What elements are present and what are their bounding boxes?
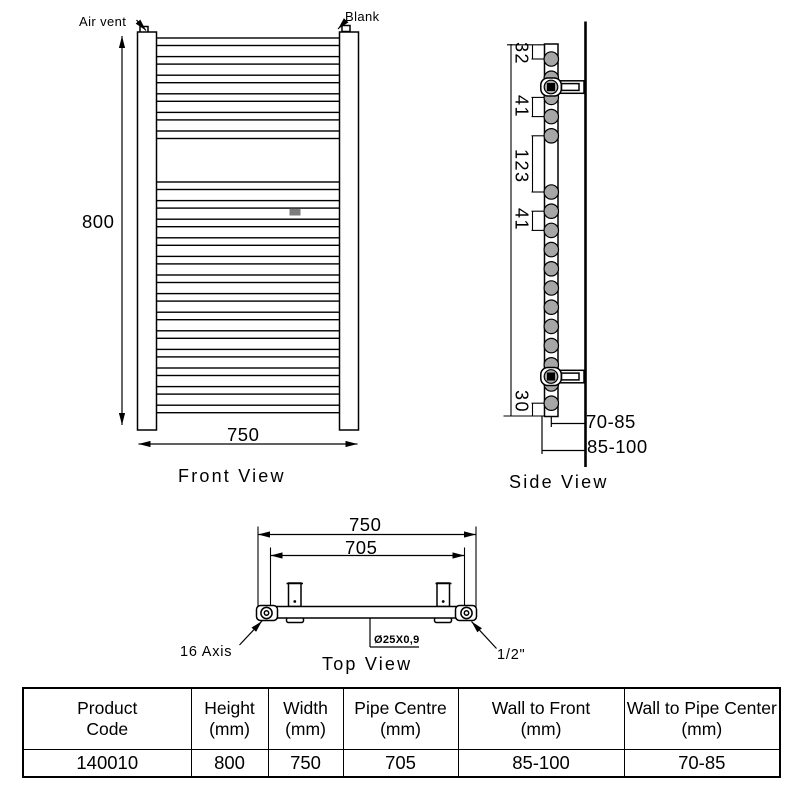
rung	[149, 292, 347, 302]
air-vent-label: Air vent	[79, 14, 127, 29]
wall-bracket-top	[540, 77, 585, 97]
rung	[149, 330, 347, 339]
dim-chain	[503, 44, 546, 417]
rung	[149, 218, 347, 228]
rung-circle	[543, 395, 560, 411]
rung-circle	[543, 184, 560, 200]
wall-bracket-bottom	[540, 366, 585, 387]
rung-circle	[543, 128, 560, 144]
connection-leader-arrow	[471, 621, 497, 649]
axis-leader-arrow	[239, 620, 263, 646]
wall-to-pipe-center-dim: 70-85	[586, 410, 636, 432]
right-vertical-tube	[338, 31, 360, 431]
rung-circle	[543, 337, 560, 354]
blank-leader-arrow	[337, 18, 349, 30]
front-height-dim: 800	[82, 211, 115, 232]
side-view-linework	[503, 21, 587, 467]
rung	[149, 385, 347, 395]
rung	[149, 199, 347, 209]
blank-label: Blank	[345, 9, 380, 24]
rung	[149, 130, 347, 140]
wall-distance-dim-lines	[541, 416, 585, 454]
table-value-cell: 705	[342, 749, 459, 778]
spec-table-value-row: 140010 800 750 705 85-100 70-85	[22, 749, 781, 778]
axis-label: 16 Axis	[180, 643, 233, 660]
axis-end-circle-left	[260, 606, 273, 620]
table-value-cell: 70-85	[623, 749, 781, 778]
tube-spec-leader	[369, 618, 419, 648]
front-width-dim: 750	[227, 424, 260, 445]
rung	[149, 367, 347, 377]
rung-circle	[543, 51, 560, 67]
side-dim-pitch-upper: 41	[511, 95, 532, 119]
top-bracket-left	[286, 582, 303, 608]
table-header-cell: Height(mm)	[190, 687, 269, 750]
radiator-rungs	[149, 37, 347, 414]
air-vent-leader-arrow	[135, 19, 147, 31]
table-value-cell: 800	[190, 749, 269, 778]
table-value-cell: 750	[267, 749, 344, 778]
front-view-linework	[118, 18, 360, 448]
wall-to-front-dim: 85-100	[587, 435, 648, 457]
rung	[149, 37, 347, 47]
top-view-linework	[239, 526, 497, 649]
table-value-cell: 140010	[22, 749, 192, 778]
side-dim-top-offset: 32	[511, 42, 532, 66]
table-value-cell: 85-100	[457, 749, 625, 778]
rung	[149, 74, 347, 84]
rung	[149, 93, 347, 103]
rung-circle	[543, 299, 560, 315]
rung-circle	[543, 318, 560, 335]
top-bracket-right	[435, 582, 452, 608]
rung-circle	[543, 280, 560, 296]
rung	[149, 311, 347, 321]
rung	[149, 255, 347, 265]
top-view-title: Top View	[322, 654, 413, 674]
side-dim-bottom-offset: 30	[511, 390, 532, 414]
table-header-cell: Pipe Centre(mm)	[342, 687, 459, 750]
top-overall-width-dim: 750	[349, 513, 382, 535]
rung	[149, 237, 347, 247]
left-vertical-tube	[136, 31, 158, 431]
top-view-bar	[274, 605, 459, 619]
front-view-title: Front View	[178, 466, 286, 486]
table-header-cell: Wall to Front(mm)	[457, 687, 625, 750]
top-pipe-centre-dim: 705	[345, 537, 378, 558]
rung	[149, 274, 347, 284]
table-header-cell: Width(mm)	[267, 687, 344, 750]
rung	[149, 404, 347, 414]
connection-size-label: 1/2"	[497, 647, 526, 663]
table-header-cell: Wall to Pipe Center(mm)	[623, 687, 781, 750]
rung-circle	[543, 222, 560, 239]
rung-circle	[543, 260, 560, 277]
side-dim-pitch-lower: 41	[511, 208, 532, 232]
rung	[149, 348, 347, 358]
rung	[149, 111, 347, 121]
rung-circle	[543, 108, 560, 125]
axis-end-circle-right	[460, 606, 473, 620]
product-sticker	[289, 208, 301, 216]
side-dim-middle-gap: 123	[511, 149, 532, 184]
side-view-title: Side View	[509, 472, 609, 492]
rung-circle	[543, 241, 560, 258]
rung	[149, 55, 347, 65]
rung	[149, 181, 347, 191]
tube-spec-label: Ø25X0,9	[374, 633, 420, 646]
blank-nipple	[341, 24, 351, 33]
rung-circle	[543, 203, 560, 219]
